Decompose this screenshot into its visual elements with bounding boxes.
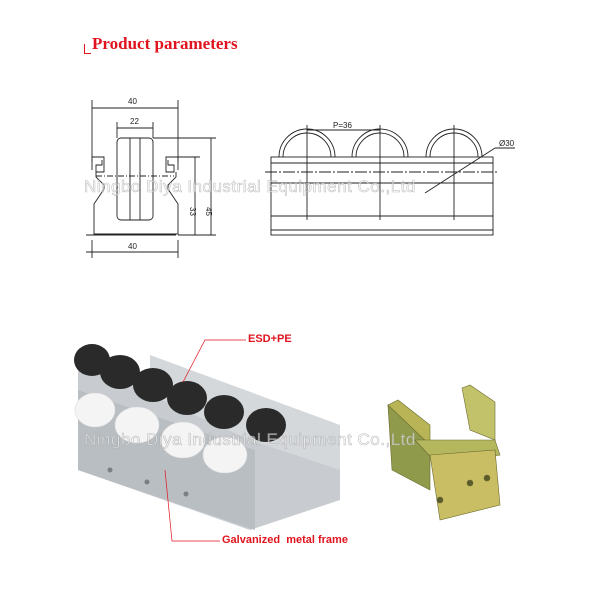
dim-roller-width: 22 — [130, 117, 139, 126]
label-leader-lines — [164, 339, 246, 542]
frame-material-label: Galvanized metal frame — [222, 534, 348, 546]
watermark-bottom: Ningbo Diya Industrial Equipment Co.,Ltd — [84, 430, 416, 450]
title-corner-mark — [84, 44, 91, 54]
bracket-photo — [387, 384, 501, 521]
page-title: Product parameters — [92, 34, 238, 53]
dim-diameter: Ø30 — [499, 139, 515, 148]
dim-top-width: 40 — [128, 97, 137, 106]
roller-track-photo — [74, 344, 340, 530]
watermark-top: Ningbo Diya Industrial Equipment Co.,Ltd — [84, 177, 416, 197]
dim-frame-height: 33 — [188, 207, 197, 216]
roller-material-label: ESD+PE — [248, 333, 292, 345]
side-view-drawing — [86, 100, 216, 258]
dim-total-height: 45 — [204, 207, 213, 216]
front-view-drawing — [265, 125, 515, 236]
dim-bottom-width: 40 — [128, 242, 137, 251]
dim-pitch: P=36 — [333, 121, 352, 130]
